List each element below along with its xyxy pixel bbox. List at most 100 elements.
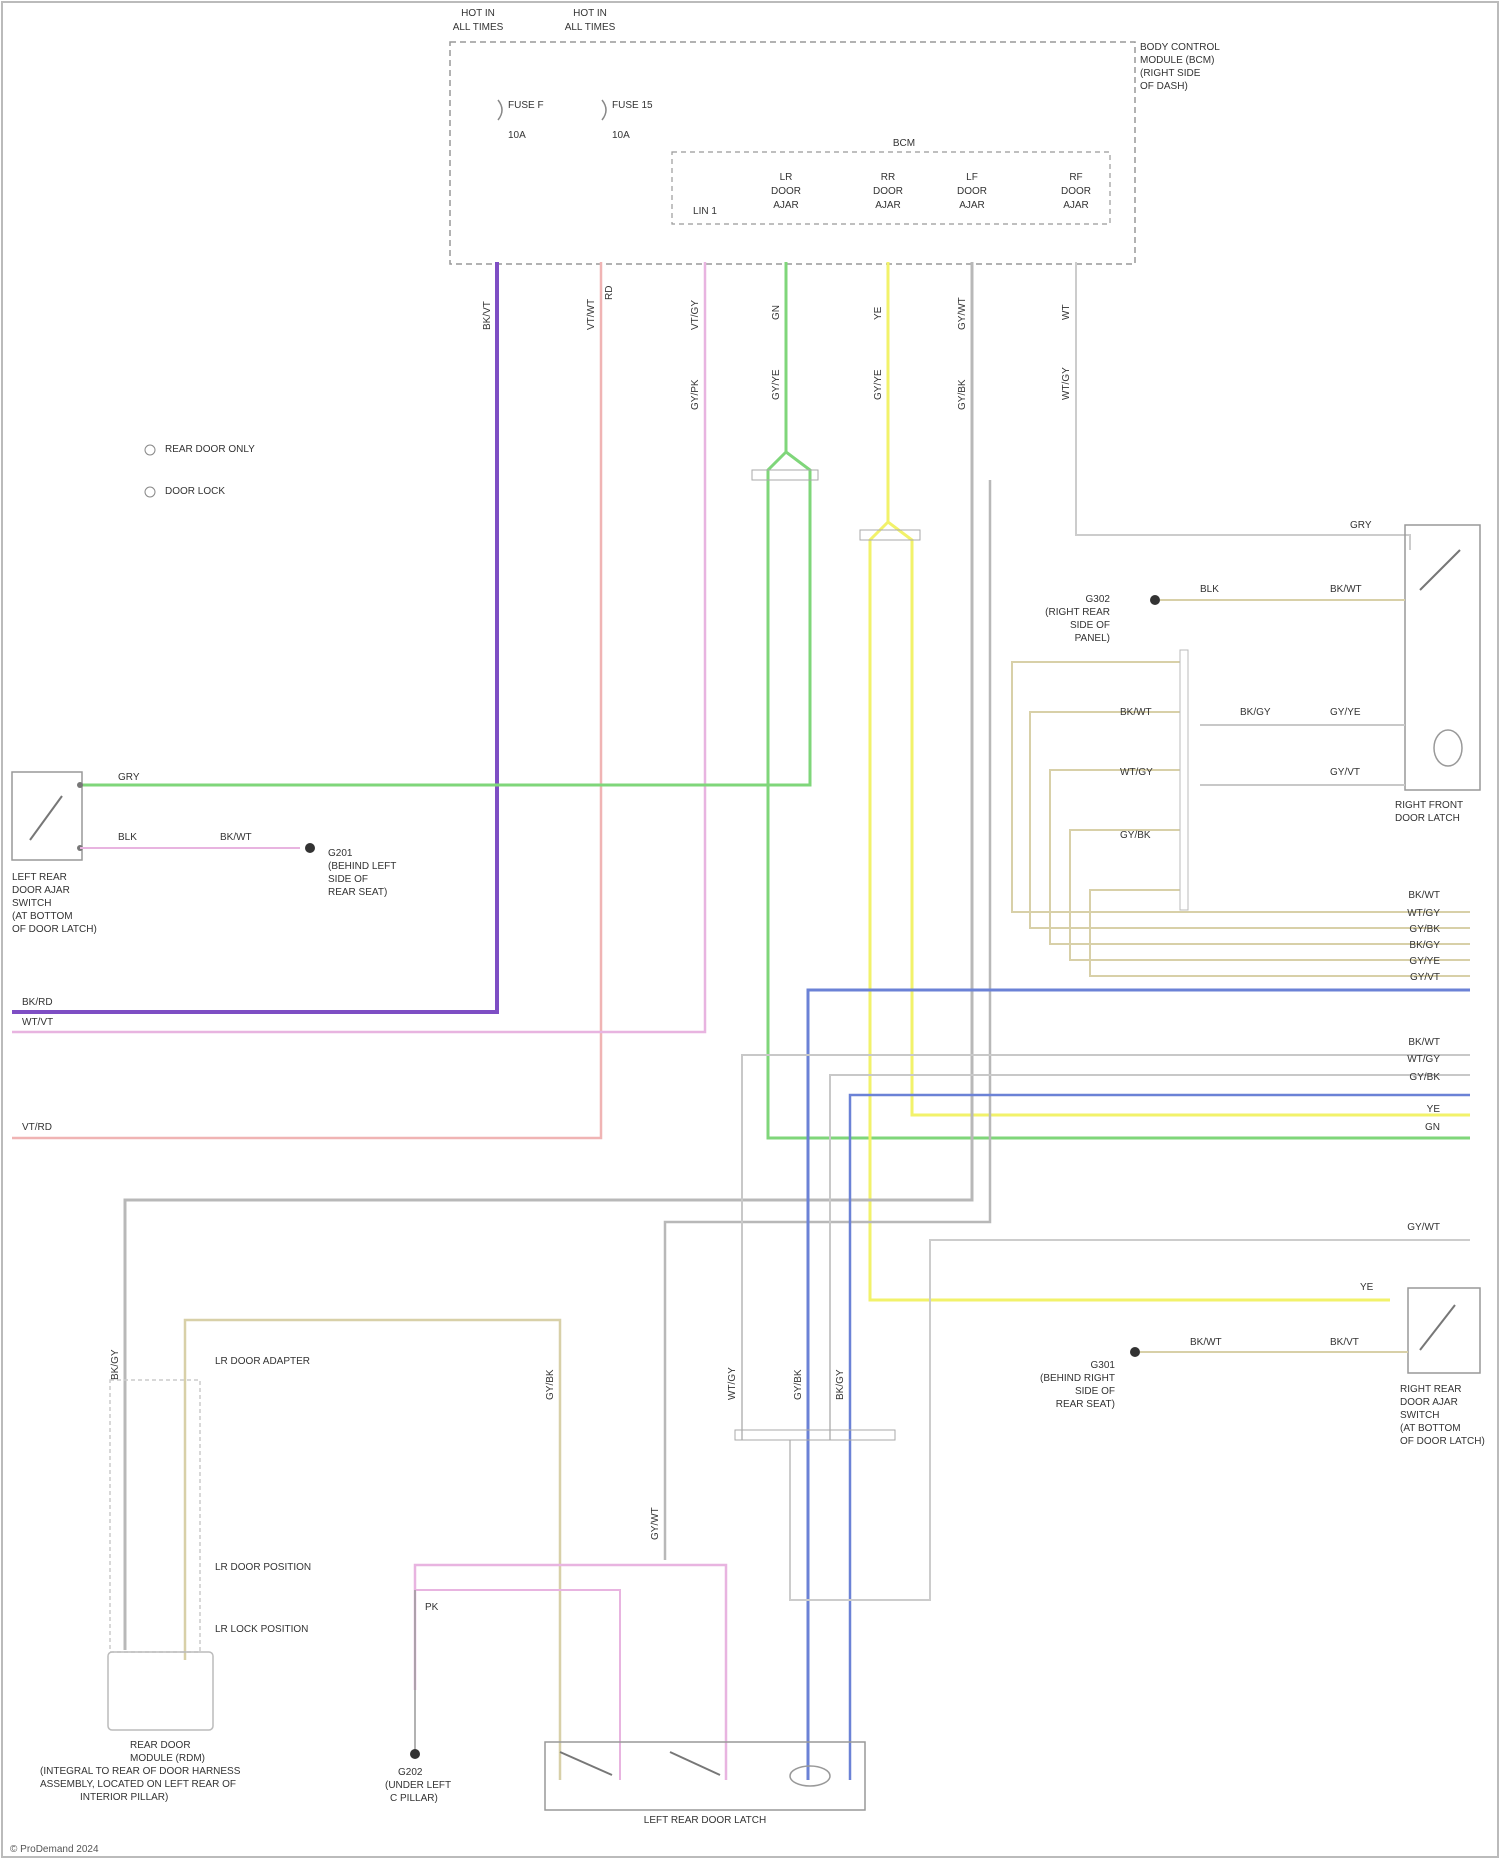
svg-text:GY/BK: GY/BK	[545, 1369, 556, 1400]
svg-text:SWITCH: SWITCH	[1400, 1410, 1439, 1421]
svg-text:(INTEGRAL TO REAR OF DOOR HARN: (INTEGRAL TO REAR OF DOOR HARNESS	[40, 1766, 241, 1777]
svg-text:BK/WT: BK/WT	[1120, 707, 1152, 718]
svg-text:VT/GY: VT/GY	[690, 300, 701, 330]
top-power-labels: HOT IN ALL TIMES HOT IN ALL TIMES	[453, 8, 616, 33]
svg-text:GN: GN	[771, 305, 782, 320]
svg-text:GY/VT: GY/VT	[1330, 767, 1360, 778]
svg-text:BK/VT: BK/VT	[1330, 1337, 1359, 1348]
svg-text:DOOR: DOOR	[771, 186, 801, 197]
svg-text:BK/GY: BK/GY	[110, 1349, 121, 1380]
svg-text:BK/WT: BK/WT	[1408, 1037, 1440, 1048]
wire-blue-top	[808, 990, 1470, 1780]
svg-text:GY/BK: GY/BK	[1120, 830, 1151, 841]
right-rear-ground-label: G301 (BEHIND RIGHT SIDE OF REAR SEAT)	[1040, 1360, 1115, 1410]
right-ground-label: G302 (RIGHT REAR SIDE OF PANEL)	[1045, 594, 1110, 644]
svg-text:GY/YE: GY/YE	[1330, 707, 1361, 718]
svg-text:G302: G302	[1086, 594, 1111, 605]
svg-text:AJAR: AJAR	[773, 200, 799, 211]
svg-text:(RIGHT REAR: (RIGHT REAR	[1045, 607, 1110, 618]
svg-text:RF: RF	[1069, 172, 1082, 183]
svg-text:BK/GY: BK/GY	[1409, 940, 1440, 951]
right-latch-wires	[1200, 725, 1405, 785]
svg-text:GY/WT: GY/WT	[1407, 1222, 1440, 1233]
svg-text:BK/VT: BK/VT	[482, 301, 493, 330]
svg-text:AJAR: AJAR	[875, 200, 901, 211]
label-blk: BLK	[118, 832, 137, 843]
svg-text:BLK: BLK	[1200, 584, 1219, 595]
wire-gray-lf	[125, 262, 972, 1650]
left-rear-door-latch: LEFT REAR DOOR LATCH	[545, 1742, 865, 1826]
svg-text:(RIGHT SIDE: (RIGHT SIDE	[1140, 68, 1201, 79]
wire-salmon	[12, 262, 601, 1138]
svg-text:WT/GY: WT/GY	[1120, 767, 1153, 778]
label-bkwt: BK/WT	[220, 832, 252, 843]
svg-text:(BEHIND RIGHT: (BEHIND RIGHT	[1040, 1373, 1115, 1384]
hot-label-a2: ALL TIMES	[453, 22, 504, 33]
wire-gray-rf	[1076, 262, 1410, 550]
hot-label-b2: ALL TIMES	[565, 22, 616, 33]
svg-text:G202: G202	[398, 1767, 423, 1778]
svg-text:LR DOOR POSITION: LR DOOR POSITION	[215, 1562, 311, 1573]
hot-label-a1: HOT IN	[461, 8, 495, 19]
wire-yellow-main	[888, 262, 1470, 1115]
inline-connector-lower	[735, 1430, 895, 1440]
svg-text:PANEL): PANEL)	[1075, 633, 1110, 644]
fuse-a: FUSE F 10A	[498, 100, 544, 141]
wire-tan-module	[185, 1320, 560, 1780]
svg-text:G301: G301	[1091, 1360, 1116, 1371]
svg-text:YE: YE	[1360, 1282, 1374, 1293]
svg-text:GY/PK: GY/PK	[690, 379, 701, 410]
wire-green-branch	[768, 452, 1470, 1138]
fuse-b: FUSE 15 10A	[602, 100, 653, 141]
wire-purple	[12, 262, 497, 1012]
svg-text:GRY: GRY	[1350, 520, 1372, 531]
svg-text:BK/WT: BK/WT	[1408, 890, 1440, 901]
wire-right-lower	[790, 1240, 1470, 1600]
svg-text:GY/YE: GY/YE	[873, 369, 884, 400]
inline-connector-top	[752, 470, 818, 480]
svg-text:YE: YE	[1427, 1104, 1441, 1115]
svg-text:REAR SEAT): REAR SEAT)	[328, 887, 387, 898]
svg-text:DOOR: DOOR	[873, 186, 903, 197]
svg-text:WT: WT	[1061, 304, 1072, 320]
svg-text:AJAR: AJAR	[1063, 200, 1089, 211]
svg-text:WT/GY: WT/GY	[1407, 908, 1440, 919]
bcm-pins: LIN 1 LR DOOR AJAR RR DOOR AJAR LF DOOR …	[693, 172, 1091, 217]
svg-text:DOOR: DOOR	[957, 186, 987, 197]
svg-text:RIGHT FRONT: RIGHT FRONT	[1395, 800, 1463, 811]
svg-text:REAR DOOR: REAR DOOR	[130, 1740, 191, 1751]
svg-text:INTERIOR PILLAR): INTERIOR PILLAR)	[80, 1792, 168, 1803]
door-position-labels: LR DOOR ADAPTER LR DOOR POSITION LR LOCK…	[215, 1356, 311, 1635]
svg-text:WT/GY: WT/GY	[1407, 1054, 1440, 1065]
svg-text:WT/GY: WT/GY	[727, 1367, 738, 1400]
svg-text:DOOR AJAR: DOOR AJAR	[1400, 1397, 1458, 1408]
right-front-door-latch: RIGHT FRONT DOOR LATCH BLK BK/WT GRY	[1150, 520, 1480, 824]
svg-text:RR: RR	[881, 172, 895, 183]
svg-text:SWITCH: SWITCH	[12, 898, 51, 909]
svg-text:BK/RD: BK/RD	[22, 997, 53, 1008]
footer-caption: © ProDemand 2024	[10, 1844, 99, 1855]
svg-text:G201: G201	[328, 848, 353, 859]
wire-gray-lf-branch	[665, 480, 990, 1560]
svg-text:DOOR LOCK: DOOR LOCK	[165, 486, 225, 497]
svg-text:10A: 10A	[508, 130, 526, 141]
svg-text:10A: 10A	[612, 130, 630, 141]
svg-text:RIGHT REAR: RIGHT REAR	[1400, 1384, 1462, 1395]
svg-text:REAR SEAT): REAR SEAT)	[1056, 1399, 1115, 1410]
svg-text:DOOR: DOOR	[1061, 186, 1091, 197]
svg-text:MODULE (RDM): MODULE (RDM)	[130, 1753, 205, 1764]
door-ground: PK G202 (UNDER LEFT C PILLAR)	[385, 1590, 451, 1804]
wire-blue-mid	[850, 1095, 1470, 1780]
bcm-inner-title: BCM	[893, 138, 915, 149]
bcm-box	[450, 42, 1135, 264]
hot-label-b1: HOT IN	[573, 8, 607, 19]
svg-text:LR LOCK POSITION: LR LOCK POSITION	[215, 1624, 308, 1635]
svg-text:OF DOOR LATCH): OF DOOR LATCH)	[1400, 1436, 1485, 1447]
rear-door-module: REAR DOOR MODULE (RDM) (INTEGRAL TO REAR…	[40, 1380, 241, 1803]
svg-text:FUSE F: FUSE F	[508, 100, 544, 111]
left-ground-label: G201 (BEHIND LEFT SIDE OF REAR SEAT)	[328, 848, 396, 898]
right-rear-door-switch: BK/WT BK/VT YE RIGHT REAR DOOR AJAR SWIT…	[1130, 1282, 1485, 1447]
svg-text:GY/BK: GY/BK	[957, 379, 968, 410]
